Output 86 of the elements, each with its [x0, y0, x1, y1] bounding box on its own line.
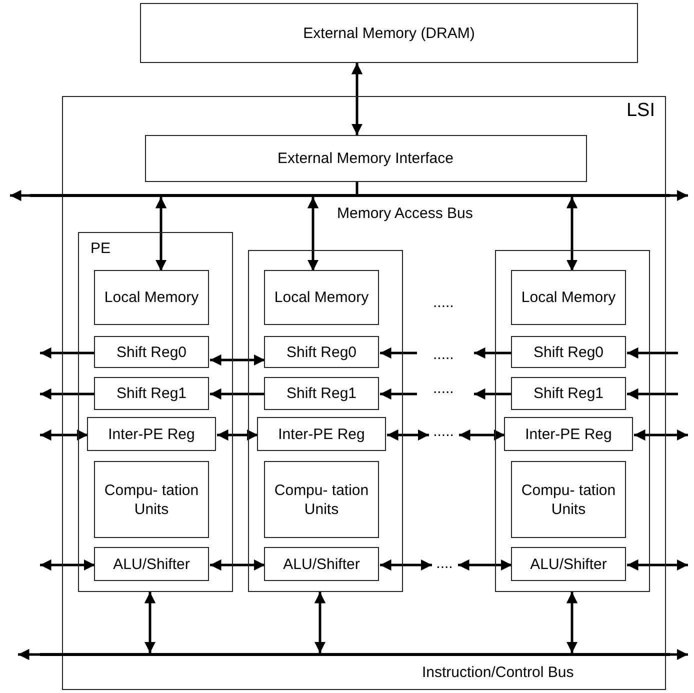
component-label: Shift Reg0 [115, 342, 188, 362]
arrow [210, 354, 265, 366]
component-label: Local Memory [103, 288, 200, 307]
ellipsis-mark: ..... [433, 294, 454, 312]
component-box [264, 270, 379, 325]
title-label: LSI [626, 100, 655, 122]
arrow [474, 388, 512, 400]
component-label: Shift Reg1 [285, 384, 358, 403]
arrow [670, 648, 688, 660]
arrow [380, 559, 432, 571]
arrow [627, 347, 678, 359]
bus-label: Instruction/Control Bus [422, 664, 574, 682]
component-box [87, 417, 216, 451]
component-label: Local Memory [520, 288, 617, 307]
arrow [387, 429, 429, 441]
processing-element-box [494, 250, 650, 592]
component-label: External Memory (DRAM) [302, 24, 476, 42]
component-box [511, 377, 626, 410]
component-label: Compu- tation Units [103, 480, 200, 518]
connector-line [356, 182, 358, 194]
component-label: Inter-PE Reg [277, 424, 366, 444]
component-label: ALU/Shifter [112, 554, 191, 574]
arrow [307, 197, 319, 271]
component-box [264, 336, 379, 368]
arrow [314, 592, 326, 653]
component-box [511, 461, 626, 538]
arrow [18, 648, 40, 660]
component-label: Inter-PE Reg [107, 424, 196, 444]
arrow [144, 592, 156, 653]
arrow [380, 388, 417, 400]
arrow [474, 347, 512, 359]
arrow [210, 388, 265, 400]
arrow [380, 347, 417, 359]
component-box [144, 134, 586, 182]
component-label: Shift Reg1 [115, 384, 188, 403]
component-label: Shift Reg0 [285, 342, 358, 362]
component-box [94, 547, 209, 581]
arrow [210, 559, 265, 571]
arrow [566, 592, 578, 653]
component-box [94, 461, 209, 538]
component-box [264, 377, 379, 410]
component-label: Inter-PE Reg [524, 424, 613, 444]
arrow [10, 190, 30, 202]
ellipsis-mark: ..... [433, 346, 454, 364]
arrow [627, 388, 678, 400]
component-box [511, 336, 626, 368]
arrow [458, 559, 512, 571]
component-box [264, 547, 379, 581]
component-box [511, 547, 626, 581]
component-box [511, 270, 626, 325]
component-box [94, 270, 209, 325]
title-label: PE [90, 240, 111, 258]
component-box [264, 461, 379, 538]
component-label: Local Memory [273, 288, 370, 307]
arrow [40, 559, 95, 571]
arrow [459, 429, 505, 441]
processing-element-box [78, 232, 232, 592]
arrow [627, 559, 688, 571]
component-box [504, 417, 633, 451]
arrow [155, 197, 167, 271]
ellipsis-mark: ..... [433, 380, 454, 398]
arrow [566, 197, 578, 271]
arrow [40, 347, 95, 359]
component-label: External Memory Interface [276, 148, 454, 168]
bus-label: Memory Access Bus [337, 205, 473, 223]
component-label: Compu- tation Units [273, 480, 370, 518]
component-label: Compu- tation Units [520, 480, 617, 518]
processing-element-box [248, 250, 402, 592]
arrow [351, 63, 363, 135]
arrow [634, 429, 688, 441]
arrow [670, 190, 688, 202]
ellipsis-mark: .... [432, 556, 458, 572]
component-box [94, 377, 209, 410]
arrow [40, 388, 95, 400]
component-box [94, 336, 209, 368]
bus-line [30, 194, 670, 197]
component-box [257, 417, 386, 451]
component-label: ALU/Shifter [282, 554, 361, 574]
component-label: ALU/Shifter [529, 554, 608, 574]
ellipsis-mark: ..... [428, 424, 458, 440]
component-label: Shift Reg1 [532, 384, 605, 403]
chip-boundary [62, 96, 666, 690]
component-label: Shift Reg0 [532, 342, 605, 362]
arrow [40, 429, 88, 441]
component-box [140, 3, 638, 63]
arrow [217, 429, 258, 441]
